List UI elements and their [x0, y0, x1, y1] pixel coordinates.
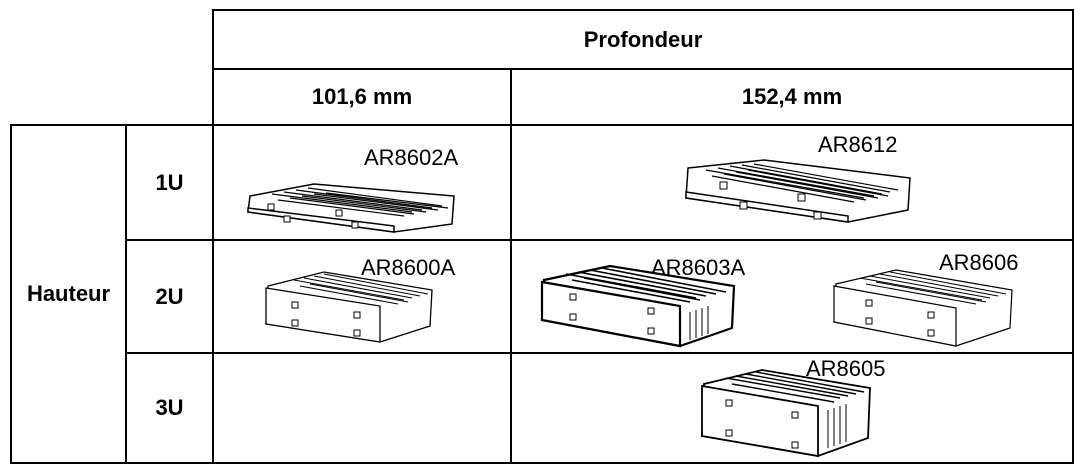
table-divider-row-labels: [212, 9, 214, 464]
cable-manager-image-ar8605: [700, 366, 874, 460]
table-divider-height-col: [125, 124, 127, 464]
cable-manager-image-ar8606: [832, 264, 1016, 348]
cable-manager-image-ar8612: [684, 158, 914, 226]
cable-manager-image-ar8602a: [244, 178, 462, 234]
table-divider-header-bottom: [10, 124, 1074, 126]
row-label-2u: 2U: [155, 283, 184, 309]
table-border-bottom: [10, 462, 1074, 464]
row-label-1u: 1U: [155, 169, 184, 195]
table-divider-2u: [125, 352, 1074, 354]
table-border-top: [214, 9, 1074, 11]
height-header: Hauteur: [26, 281, 111, 306]
table-border-left: [10, 124, 12, 464]
cable-manager-image-ar8603a: [540, 262, 738, 350]
product-code-ar8606: AR8606: [939, 250, 1019, 275]
row-label-3u: 3U: [155, 395, 184, 420]
product-code-ar8602a: AR8602A: [364, 145, 459, 170]
table-divider-depth: [214, 68, 1074, 70]
table-divider-depth-cols: [510, 68, 512, 464]
depth-header: Profondeur: [583, 26, 703, 52]
depth-column-152: 152,4 mm: [741, 84, 843, 109]
product-code-ar8605: AR8605: [806, 356, 886, 381]
table-divider-1u: [125, 239, 1074, 241]
product-code-ar8612: AR8612: [818, 132, 898, 157]
table-border-right: [1072, 9, 1074, 464]
depth-column-101: 101,6 mm: [311, 84, 413, 109]
cable-manager-image-ar8600a: [264, 264, 436, 344]
product-code-ar8600a: AR8600A: [361, 255, 456, 280]
